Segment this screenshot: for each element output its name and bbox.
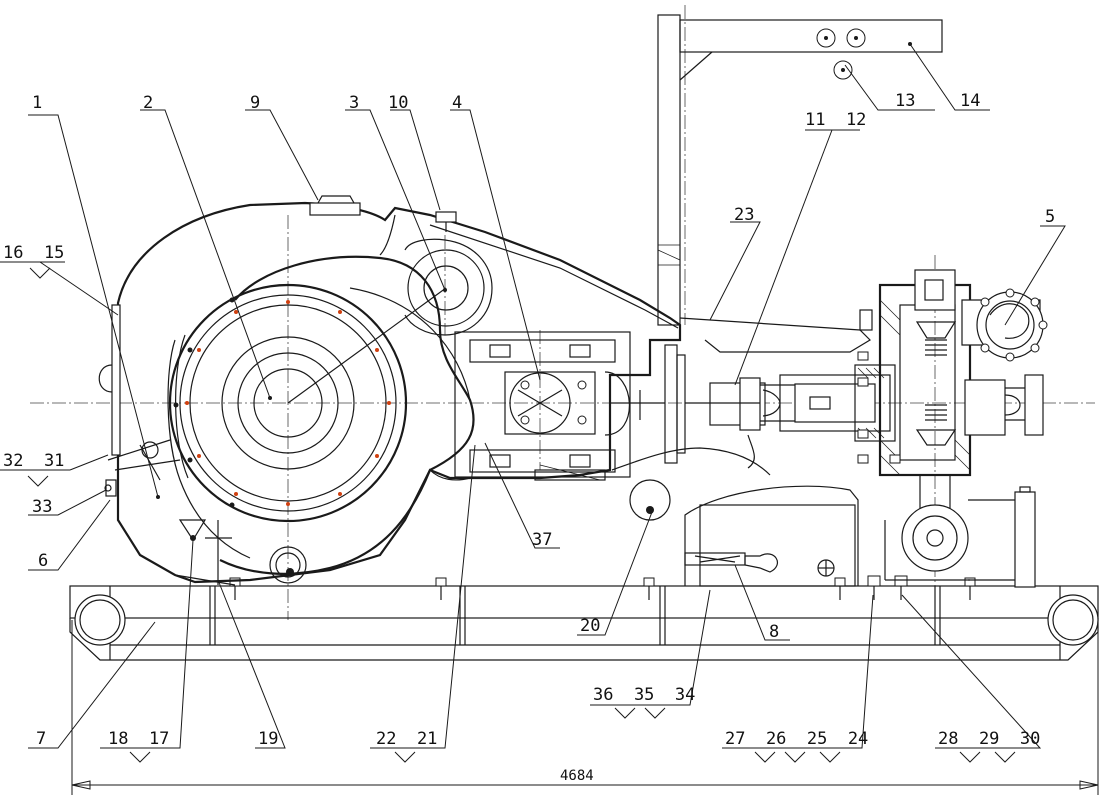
label-9: 9 xyxy=(250,93,260,113)
label-19: 19 xyxy=(258,729,278,749)
label-28-29-30: 28 29 30 xyxy=(938,729,1040,749)
lifting-bracket xyxy=(657,14,943,326)
label-33: 33 xyxy=(32,497,52,517)
label-2: 2 xyxy=(143,93,153,113)
dimension-value: 4684 xyxy=(560,768,594,784)
label-11-12: 11 12 xyxy=(805,110,866,130)
lower-components xyxy=(629,479,859,587)
label-36-35-34: 36 35 34 xyxy=(593,685,695,705)
label-22-21: 22 21 xyxy=(376,729,437,749)
label-6: 6 xyxy=(38,551,48,571)
label-37: 37 xyxy=(532,530,552,550)
label-3: 3 xyxy=(349,93,359,113)
label-8: 8 xyxy=(769,622,779,642)
label-27-26-25-24: 27 26 25 24 xyxy=(725,729,868,749)
label-23: 23 xyxy=(734,205,754,225)
label-1: 1 xyxy=(32,93,42,113)
leader-lines xyxy=(0,43,1066,763)
label-20: 20 xyxy=(580,616,600,636)
label-5: 5 xyxy=(1045,207,1055,227)
spray-pipe-guard xyxy=(679,309,873,353)
label-16-15: 16 15 xyxy=(3,243,64,263)
label-32-31: 32 31 xyxy=(3,451,64,471)
overall-length-dimension xyxy=(71,620,1099,795)
base-frame xyxy=(69,575,1099,661)
power-end-housing xyxy=(98,195,682,586)
label-13: 13 xyxy=(895,91,915,111)
label-14: 14 xyxy=(960,91,980,111)
label-4: 4 xyxy=(452,93,462,113)
fluid-end xyxy=(762,269,1048,588)
label-7: 7 xyxy=(36,729,46,749)
label-18-17: 18 17 xyxy=(108,729,169,749)
crosshead-assembly xyxy=(454,331,771,481)
part-labels: 1 2 9 3 10 4 11 12 13 14 23 5 16 15 32 3… xyxy=(3,91,1055,784)
extension-rod xyxy=(664,344,840,469)
label-10: 10 xyxy=(388,93,408,113)
